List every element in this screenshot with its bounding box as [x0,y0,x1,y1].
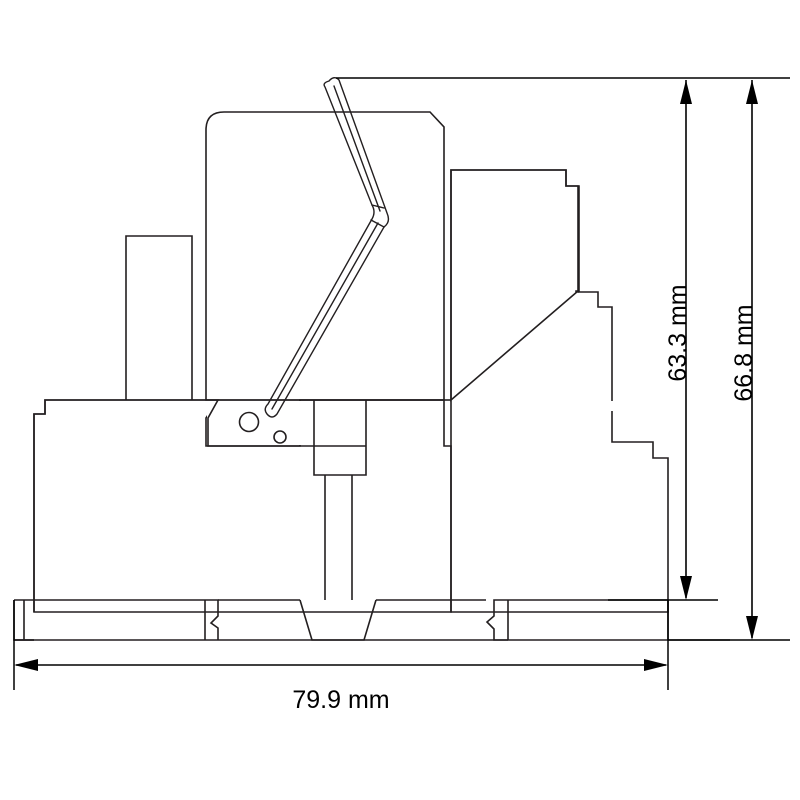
terminal-screw-hole-small [273,430,287,444]
arrow-head-63-bottom [680,576,692,600]
terminal-plate-chamfer [207,399,300,447]
lever-bend-marks [370,204,385,228]
left-terminal-block [125,235,193,400]
center-plunger-rod [324,475,353,600]
dimension-label-63: 63.3 mm [664,284,692,381]
rear-terminal-stepped-profile [450,169,579,402]
test-lever-zigzag [264,77,390,418]
socket-notch-mask [207,401,443,445]
socket-left-tab [14,599,34,641]
din-rail-foot-trapezoid [299,599,377,641]
rear-terminal-tower [450,169,669,613]
terminal-screw-hole-large [238,411,260,433]
tower-base-mask [452,401,668,411]
arrow-head-63-top [680,80,692,104]
arrow-head-66-top [746,80,758,104]
dimension-label-66: 66.8 mm [730,304,758,401]
arrow-head-799-right [644,659,668,671]
din-clip-left [204,599,219,640]
relay-housing-outline [205,111,445,401]
lever-inner-crease [271,85,381,410]
dimension-label-799: 79.9 mm [292,686,389,714]
din-rail-release-clip [485,599,509,641]
center-plunger-block [313,400,367,476]
arrow-head-66-bottom [746,616,758,640]
arrow-head-799-left [14,659,38,671]
